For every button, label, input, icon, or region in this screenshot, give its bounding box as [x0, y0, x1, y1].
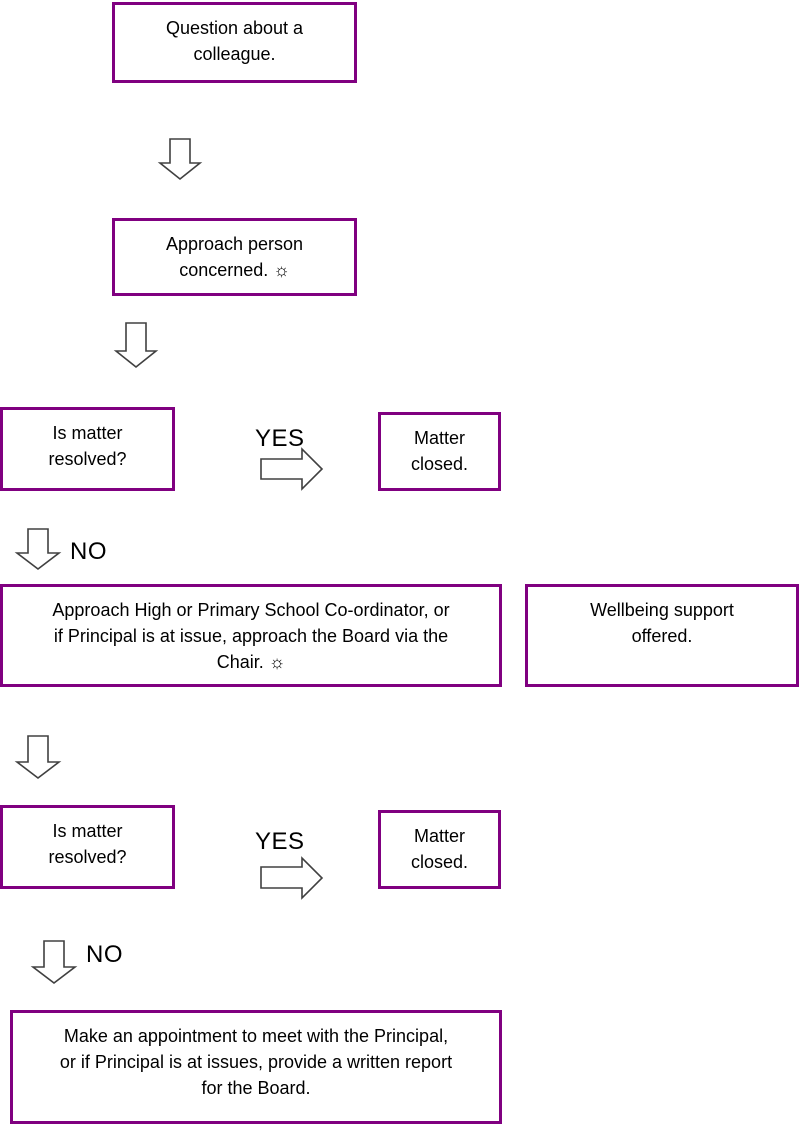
box-text-line: closed.: [410, 852, 469, 872]
box-text-line: Wellbeing support: [590, 600, 734, 620]
box-text-line: Chair. ☼: [216, 652, 286, 672]
is-matter-resolved-box-1: Is matter resolved?: [0, 407, 175, 491]
box-text-line: Matter: [413, 428, 465, 448]
box-text-line: colleague.: [193, 44, 276, 64]
down-arrow-icon: [14, 528, 62, 571]
down-arrow-icon: [30, 940, 78, 985]
no-label-1: NO: [70, 538, 107, 565]
box-text-line: resolved?: [48, 449, 127, 469]
down-arrow-icon: [113, 322, 159, 369]
right-arrow-icon: [260, 447, 324, 491]
down-arrow-icon: [14, 735, 62, 780]
matter-closed-box-1: Matter closed.: [378, 412, 501, 491]
meet-principal-box: Make an appointment to meet with the Pri…: [10, 1010, 502, 1124]
box-text-line: Is matter: [52, 423, 123, 443]
is-matter-resolved-box-2: Is matter resolved?: [0, 805, 175, 889]
no-label-2: NO: [86, 941, 123, 968]
box-text-line: Is matter: [52, 821, 123, 841]
yes-label-1: YES: [255, 425, 305, 452]
wellbeing-support-box: Wellbeing support offered.: [525, 584, 799, 687]
box-text-line: Make an appointment to meet with the Pri…: [63, 1026, 449, 1046]
box-text-line: concerned. ☼: [179, 260, 290, 280]
question-about-colleague-box: Question about a colleague.: [112, 2, 357, 83]
approach-coordinator-box: Approach High or Primary School Co-ordin…: [0, 584, 502, 687]
matter-closed-box-2: Matter closed.: [378, 810, 501, 889]
box-text-line: resolved?: [48, 847, 127, 867]
yes-label-2: YES: [255, 828, 305, 855]
down-arrow-icon: [157, 138, 203, 181]
box-text-line: if Principal is at issue, approach the B…: [53, 626, 449, 646]
right-arrow-icon: [260, 856, 324, 900]
box-text-line: offered.: [631, 626, 693, 646]
box-text-line: Approach High or Primary School Co-ordin…: [52, 600, 450, 620]
box-text-line: for the Board.: [201, 1078, 311, 1098]
box-text-line: Approach person: [165, 234, 304, 254]
box-text-line: Question about a: [165, 18, 304, 38]
approach-person-box: Approach person concerned. ☼: [112, 218, 357, 296]
box-text-line: Matter: [413, 826, 465, 846]
box-text-line: closed.: [410, 454, 469, 474]
box-text-line: or if Principal is at issues, provide a …: [59, 1052, 453, 1072]
